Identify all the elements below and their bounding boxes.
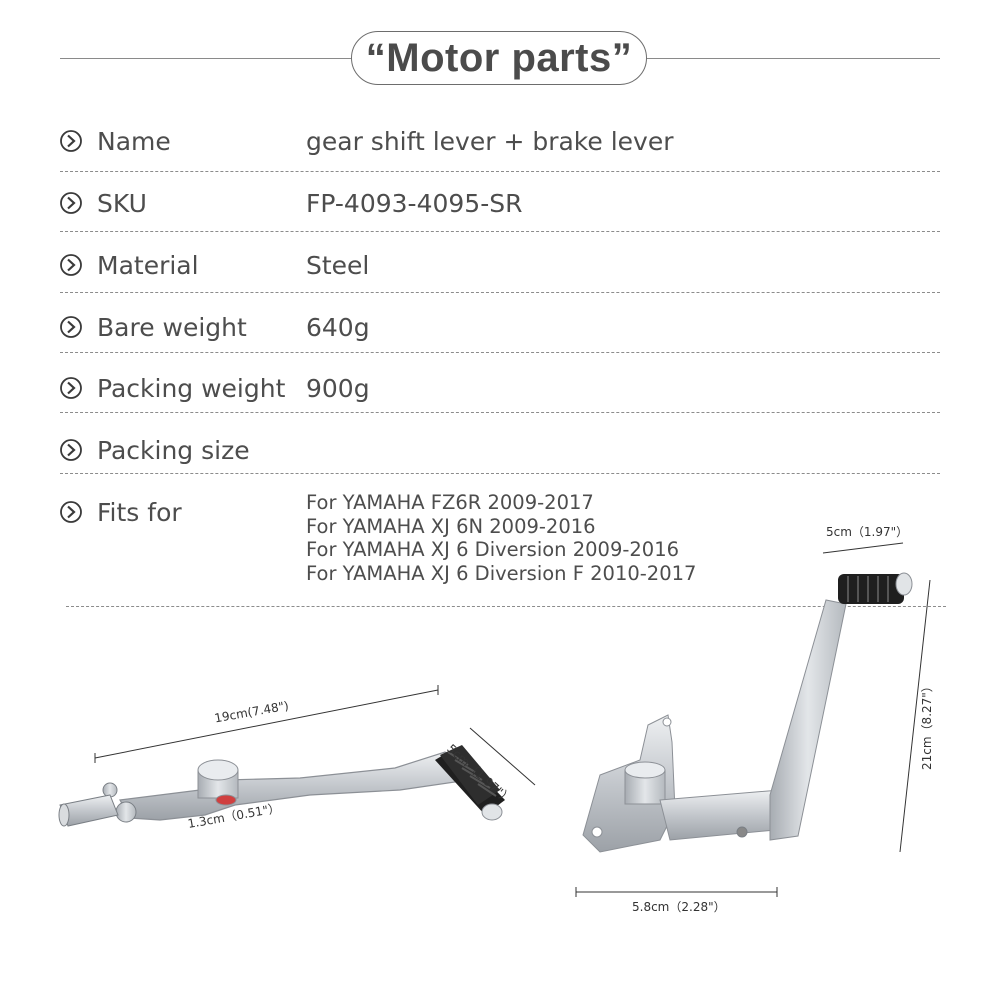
fits-for-item: For YAMAHA XJ 6 Diversion 2009-2016 <box>306 538 680 561</box>
row-divider <box>60 412 940 413</box>
row-divider <box>60 473 940 474</box>
title-rule-right <box>647 58 940 59</box>
row-divider <box>60 292 940 293</box>
shift-peg-rubber <box>435 745 505 821</box>
title-rule-left <box>60 58 351 59</box>
chevron-circle-right-icon <box>60 192 82 214</box>
spec-value: Steel <box>306 251 370 280</box>
brake-peg-label: 5cm（1.97"） <box>826 525 909 539</box>
spec-value: FP-4093-4095-SR <box>306 189 523 218</box>
chevron-circle-right-icon <box>60 316 82 338</box>
spec-label: Bare weight <box>97 313 247 342</box>
chevron-circle-right-icon <box>60 501 82 523</box>
fits-for-item: For YAMAHA FZ6R 2009-2017 <box>306 491 594 514</box>
shift-length-line <box>94 689 439 759</box>
spec-label: SKU <box>97 189 147 218</box>
row-divider <box>60 171 940 172</box>
row-divider <box>60 231 940 232</box>
title-badge: “Motor parts” <box>351 31 647 85</box>
brake-peg-line <box>822 542 904 554</box>
spec-value: 640g <box>306 313 370 342</box>
dimension-lines <box>94 542 931 897</box>
gear-shift-lever-image <box>58 745 505 827</box>
chevron-circle-right-icon <box>60 130 82 152</box>
chevron-circle-right-icon <box>60 439 82 461</box>
spec-value: 900g <box>306 374 370 403</box>
brake-height-label: 21cm（8.27"） <box>920 680 934 770</box>
brake-peg-rubber <box>838 572 913 604</box>
shift-peg-line <box>469 727 536 786</box>
spec-value: gear shift lever + brake lever <box>306 127 674 156</box>
fits-for-list: For YAMAHA FZ6R 2009-2017 For YAMAHA XJ … <box>306 491 696 585</box>
fits-for-item: For YAMAHA XJ 6N 2009-2016 <box>306 514 596 538</box>
chevron-circle-right-icon <box>60 377 82 399</box>
brake-lever-image <box>582 572 913 853</box>
brake-height-line <box>899 579 931 853</box>
spec-label: Packing weight <box>97 374 286 403</box>
row-divider <box>60 352 940 353</box>
fits-for-item: For YAMAHA XJ 6 Diversion F 2010-2017 <box>306 561 697 585</box>
spec-label: Fits for <box>97 498 182 527</box>
spec-label: Material <box>97 251 199 280</box>
section-divider <box>66 606 946 607</box>
spec-label: Packing size <box>97 436 250 465</box>
chevron-circle-right-icon <box>60 254 82 276</box>
page-title: “Motor parts” <box>365 35 633 80</box>
spec-label: Name <box>97 127 171 156</box>
brake-width-label: 5.8cm（2.28"） <box>632 900 726 914</box>
